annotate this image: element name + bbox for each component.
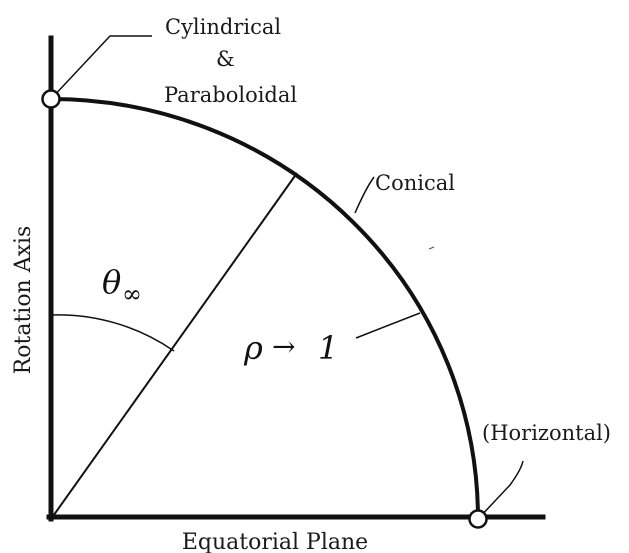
unit-circle-arc bbox=[50, 97, 480, 520]
conical-label: Conical bbox=[375, 171, 455, 195]
paraboloidal-label: Paraboloidal bbox=[164, 83, 297, 107]
horizontal-label: (Horizontal) bbox=[482, 421, 611, 445]
cylindrical-label: Cylindrical bbox=[165, 15, 281, 39]
ampersand-label: & bbox=[216, 47, 235, 71]
cylindrical-leader-line bbox=[50, 35, 152, 100]
rho-symbol: ρ bbox=[243, 329, 263, 367]
one-symbol: 1 bbox=[318, 329, 338, 367]
theta-angle-arc bbox=[50, 314, 175, 352]
equatorial-plane-label: Equatorial Plane bbox=[182, 530, 368, 553]
theta-subscript: ∞ bbox=[122, 280, 142, 308]
stray-mark bbox=[428, 246, 435, 250]
conical-leader-line bbox=[354, 176, 375, 214]
equatorial-point-marker bbox=[468, 509, 488, 529]
conical-radius-line bbox=[50, 172, 298, 520]
arrow-symbol: → bbox=[272, 330, 295, 363]
rho-leader-line bbox=[355, 312, 421, 339]
polar-point-marker bbox=[41, 89, 61, 109]
rotation-axis-label: Rotation Axis bbox=[11, 226, 36, 375]
theta-symbol: θ bbox=[102, 263, 121, 301]
horizontal-leader-line bbox=[477, 460, 524, 520]
